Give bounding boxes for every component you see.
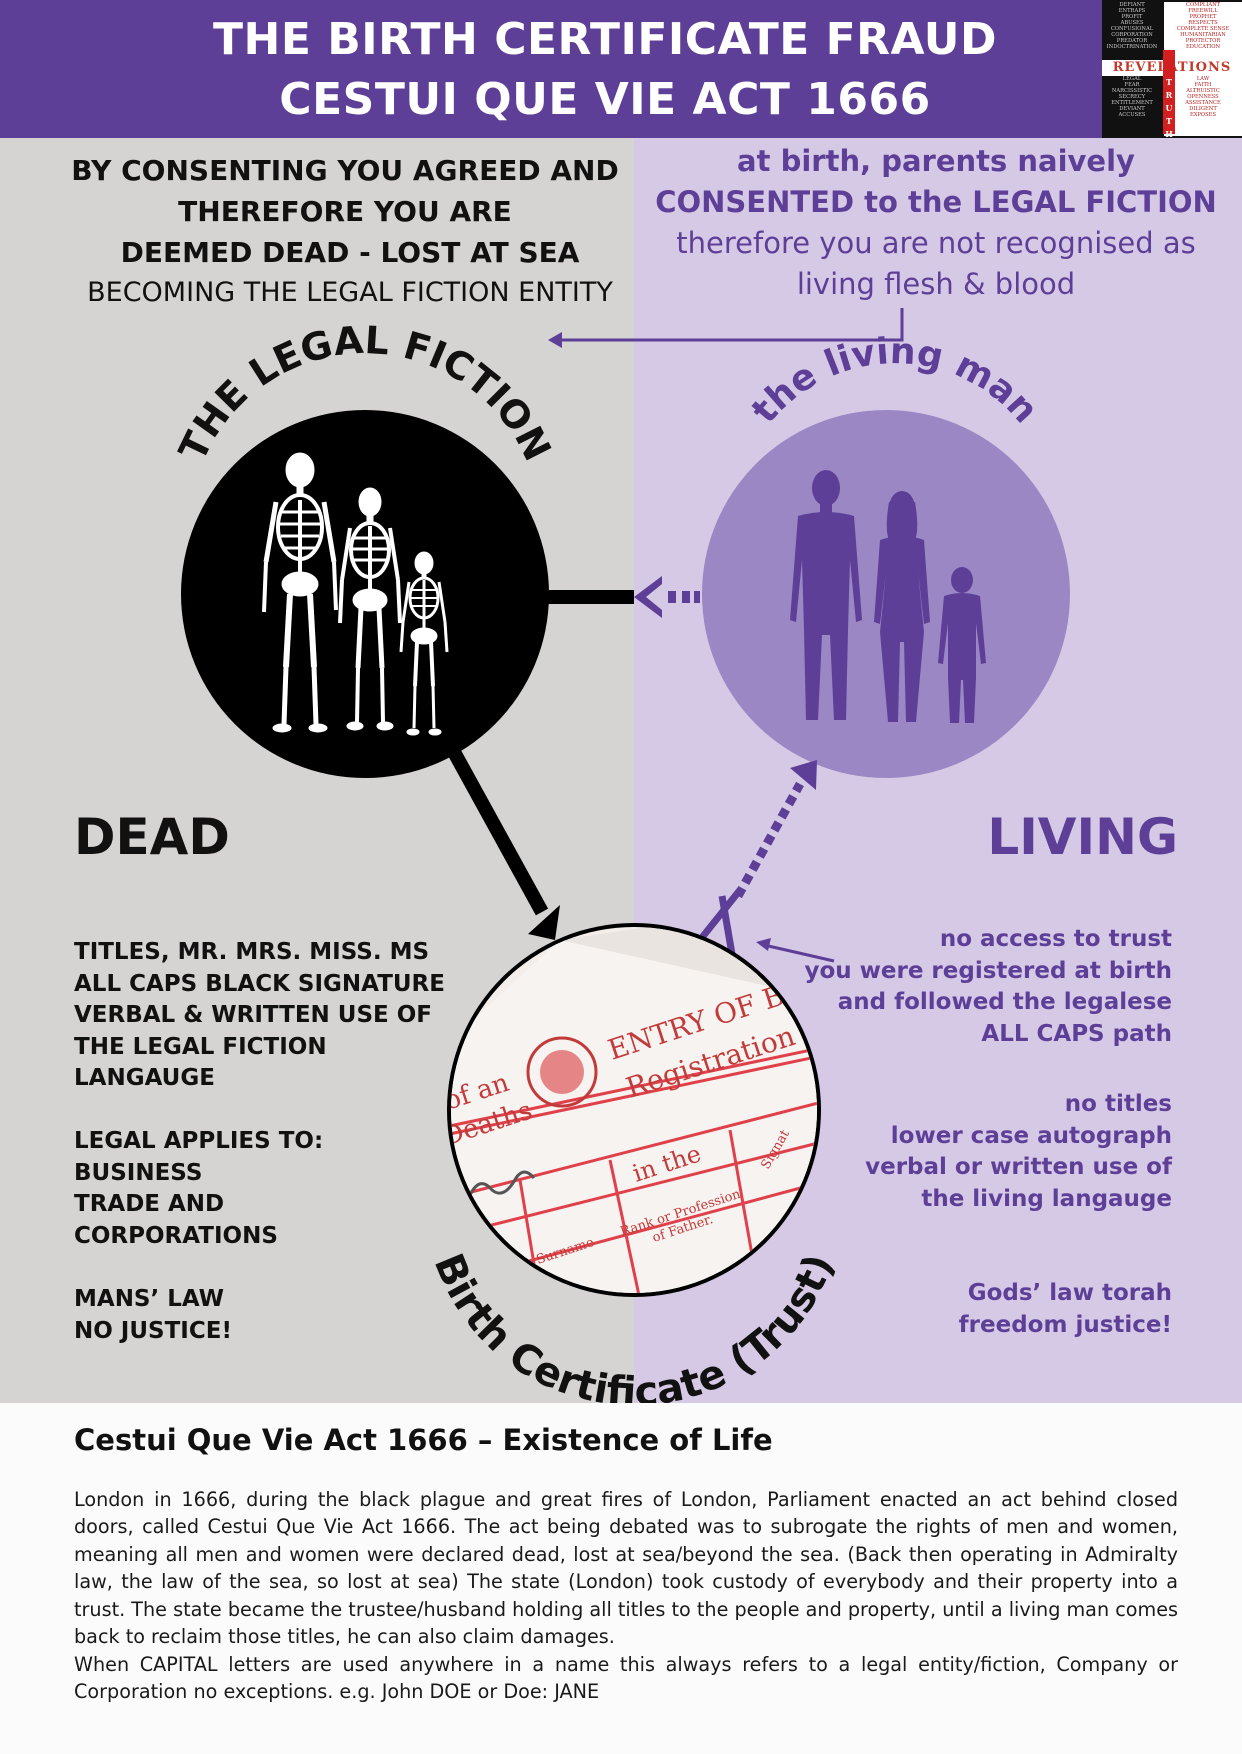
dead-list-item: LANGAUGE: [74, 1065, 215, 1091]
dead-list-item: MANS’ LAW: [74, 1286, 225, 1312]
logo-letter: T: [1166, 77, 1172, 87]
logo-word: ABUSES: [1120, 20, 1144, 26]
logo-word: CONFUSIONAL: [1110, 26, 1154, 32]
dead-list-item: BUSINESS: [74, 1159, 203, 1186]
logo-word: PROFIT: [1121, 14, 1143, 20]
logo-word: ASSISTANCE: [1185, 100, 1221, 106]
relationship-diagram: THE LEGAL FICTION: [170, 308, 1070, 1403]
left-intro-line-2: THEREFORE YOU ARE: [178, 195, 512, 228]
logo-letter: T: [1166, 116, 1172, 126]
logo-word: CORPORATION: [1111, 32, 1153, 38]
logo-word: RESPECTS: [1188, 20, 1218, 26]
dead-list-item: TITLES, MR. MRS. MISS. MS: [74, 939, 430, 965]
logo-word: PROTECTOR: [1185, 38, 1221, 44]
dead-list-item: LEGAL APPLIES TO:: [74, 1128, 324, 1154]
logo-word: NARCISSISTIC: [1111, 88, 1153, 94]
living-list-group-1: no access to trust you were registered a…: [804, 924, 1172, 1050]
logo-word: OPENNESS: [1187, 94, 1219, 100]
logo-letter: R: [1165, 90, 1173, 100]
logo-word: HUMANITARIAN: [1180, 32, 1226, 38]
living-heading: LIVING: [987, 808, 1178, 866]
living-list-item: you were registered at birth: [804, 957, 1172, 984]
logo-word: PREDATOR: [1116, 38, 1148, 44]
logo-word: DEFIANT: [1119, 2, 1145, 8]
logo-word: INDOCTRINATION: [1106, 44, 1158, 50]
logo-word: EDUCATION: [1185, 44, 1221, 50]
logo-word: SECRECY: [1118, 94, 1146, 100]
logo-word: ENTITLEMENT: [1111, 100, 1153, 106]
article-title: Cestui Que Vie Act 1666 – Existence of L…: [74, 1423, 773, 1457]
living-list-item: Gods’ law torah: [967, 1280, 1172, 1306]
left-intro-line-1: BY CONSENTING YOU AGREED AND: [71, 154, 619, 187]
living-list-item: no titles: [1064, 1091, 1172, 1117]
left-intro-line-4: BECOMING THE LEGAL FICTION ENTITY: [87, 277, 613, 308]
cross-mark-icon: [697, 887, 743, 955]
dead-list-item: VERBAL & WRITTEN USE OF: [74, 1002, 433, 1028]
consent-arrow-line: [556, 308, 904, 342]
header-banner: THE BIRTH CERTIFICATE FRAUD CESTUI QUE V…: [0, 0, 1242, 138]
dead-list-group-3: MANS’ LAW NO JUSTICE!: [74, 1284, 232, 1347]
logo-word: COMPLIANT: [1185, 2, 1221, 8]
title-line-2: CESTUI QUE VIE ACT 1666: [279, 74, 931, 125]
consent-arrow-head: [548, 332, 562, 348]
dotted-arrow-left: [634, 576, 700, 618]
logo-word: DILIGENT: [1189, 106, 1217, 112]
logo-word: LAW: [1196, 76, 1210, 82]
logo-word: LEGAL: [1122, 76, 1142, 82]
logo-word: EXPOSES: [1189, 112, 1217, 118]
fiction-arrow-head: [528, 905, 560, 940]
logo-word: PROPHET: [1189, 14, 1217, 20]
left-intro-line-3: DEEMED DEAD - LOST AT SEA: [120, 236, 580, 269]
living-list-item: verbal or written use of: [865, 1154, 1172, 1180]
dead-list-item: CORPORATIONS: [74, 1222, 278, 1249]
dead-list-item: TRADE AND: [74, 1191, 225, 1217]
family-silhouette-icon: [790, 470, 986, 723]
logo-word: DEVIANT: [1119, 106, 1145, 112]
living-list-item: no access to trust: [939, 926, 1172, 952]
living-list-item: ALL CAPS path: [981, 1020, 1172, 1047]
living-list-item: the living langauge: [921, 1185, 1172, 1212]
pointer-line: [763, 943, 835, 963]
living-list-item: and followed the legalese: [837, 989, 1172, 1015]
title-line-1: THE BIRTH CERTIFICATE FRAUD: [213, 14, 997, 65]
dead-list-group-2: LEGAL APPLIES TO: BUSINESS TRADE AND COR…: [74, 1126, 323, 1252]
living-list-item: lower case autograph: [890, 1122, 1172, 1149]
right-intro-line-4: living flesh & blood: [796, 267, 1076, 301]
logo-word: ENTRAPS: [1118, 8, 1146, 14]
article-section: Cestui Que Vie Act 1666 – Existence of L…: [0, 1403, 1242, 1754]
dead-list-item: NO JUSTICE!: [74, 1317, 232, 1344]
living-list-group-2: no titles lower case autograph verbal or…: [865, 1089, 1172, 1215]
logo-word: ALTRUISTIC: [1186, 88, 1220, 94]
certificate-to-living-dotted-arrow: [734, 781, 804, 899]
article-paragraph-2: When CAPITAL letters are used anywhere i…: [74, 1653, 1178, 1704]
birth-certificate-image: ENTRY OF BI Registration A of an Deaths …: [451, 927, 817, 1293]
logo-word: FAITH: [1194, 82, 1212, 88]
skeleton-family-icon: [262, 452, 449, 736]
connector-bar: [548, 590, 634, 604]
logo-word: ACCUSES: [1118, 112, 1146, 118]
dead-list-item: ALL CAPS BLACK SIGNATURE: [74, 970, 445, 997]
logo-word: FEAR: [1124, 82, 1140, 88]
dead-list-item: THE LEGAL FICTION: [74, 1033, 327, 1060]
living-list-group-3: Gods’ law torah freedom justice!: [959, 1278, 1172, 1341]
living-list-item: freedom justice!: [958, 1311, 1172, 1338]
dead-list-group-1: TITLES, MR. MRS. MISS. MS ALL CAPS BLACK…: [74, 937, 445, 1095]
fiction-to-certificate-arrow: [447, 748, 549, 916]
right-intro-line-2: CONSENTED to the LEGAL FICTION: [655, 185, 1217, 219]
article-paragraph-1: London in 1666, during the black plague …: [74, 1488, 1178, 1649]
logo-letter: H: [1165, 129, 1173, 138]
logo-word: FREEWILL: [1188, 8, 1218, 14]
logo-letter: U: [1165, 103, 1173, 113]
dead-heading: DEAD: [74, 808, 230, 866]
pointer-head: [756, 938, 771, 951]
right-intro-line-1: at birth, parents naively: [737, 144, 1135, 178]
logo-word: COMPLETE SENSE: [1176, 26, 1230, 32]
right-intro-line-3: therefore you are not recognised as: [676, 226, 1196, 260]
living-arrow-head: [790, 760, 817, 790]
